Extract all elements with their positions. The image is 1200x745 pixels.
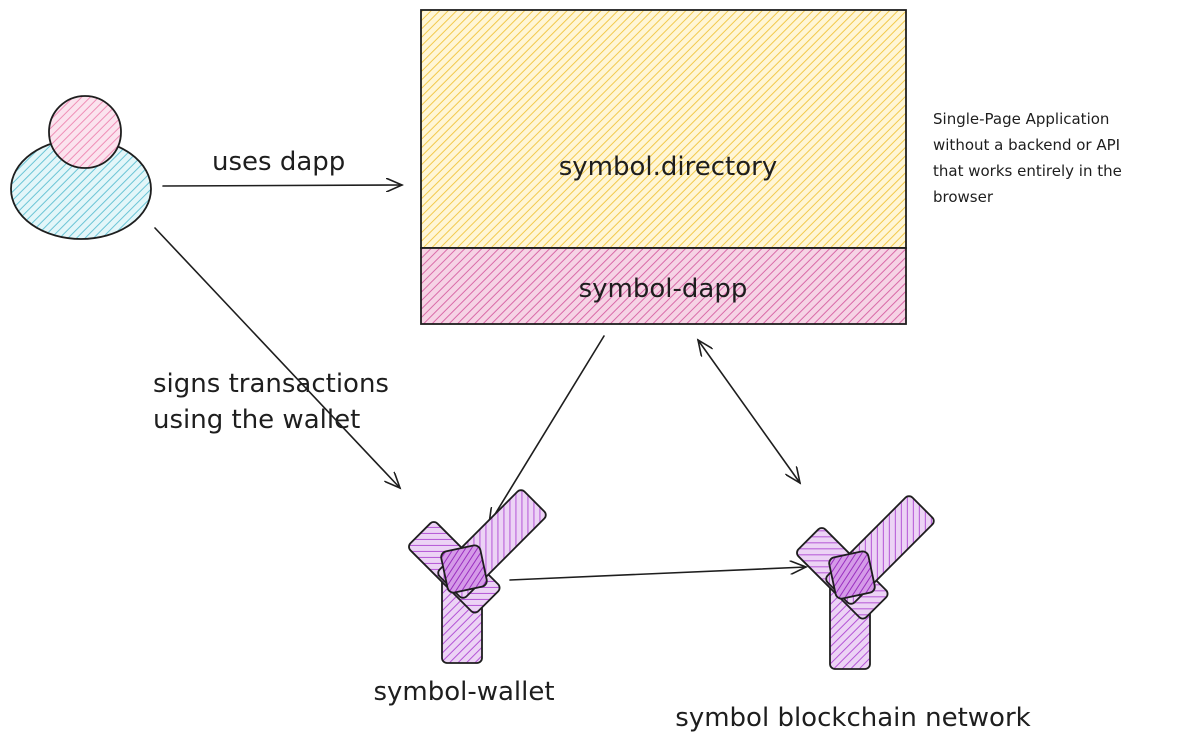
dapp-box: symbol-dapp — [420, 247, 907, 325]
user-icon — [10, 95, 152, 240]
app-description-note: Single-Page Application without a backen… — [933, 110, 1122, 206]
app-box: symbol.directory — [420, 9, 907, 249]
edge-wallet-to-network — [509, 567, 806, 581]
network-logo-icon — [796, 495, 935, 670]
wallet-logo-icon — [408, 489, 547, 664]
dapp-box-label: symbol-dapp — [579, 274, 748, 304]
note-line-1: Single-Page Application — [933, 110, 1109, 128]
network-label: symbol blockchain network — [675, 703, 1030, 733]
app-box-label: symbol.directory — [559, 152, 777, 182]
edge-signs-label-line-2: using the wallet — [153, 405, 360, 435]
note-line-2: without a backend or API — [933, 136, 1120, 154]
edge-uses-dapp: uses dapp — [162, 147, 402, 186]
note-line-3: that works entirely in the — [933, 162, 1122, 180]
network-node: symbol blockchain network — [675, 495, 1031, 733]
note-line-4: browser — [933, 188, 994, 206]
edge-uses-dapp-label: uses dapp — [212, 147, 345, 177]
edge-signs-transactions: signs transactions using the wallet — [153, 227, 400, 488]
wallet-node: symbol-wallet — [373, 489, 555, 707]
edge-signs-label-line-1: signs transactions — [153, 369, 389, 399]
wallet-label: symbol-wallet — [373, 677, 554, 707]
edge-dapp-to-wallet — [489, 335, 605, 524]
edge-dapp-network — [698, 340, 800, 483]
